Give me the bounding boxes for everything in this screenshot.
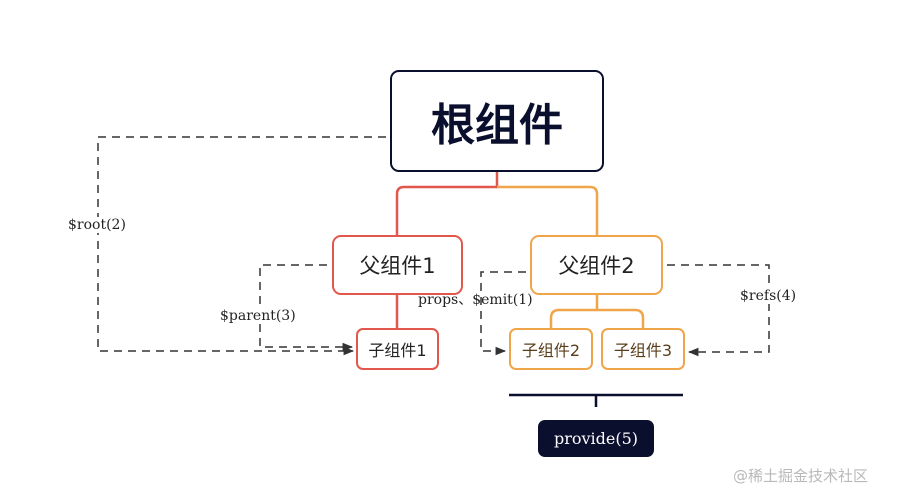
parent-dashed-connector (259, 264, 354, 352)
provide-node: provide(5) (538, 420, 654, 457)
child-component-3-node: 子组件3 (601, 328, 685, 370)
props-emit-edge-label: props、$emit(1) (418, 292, 533, 308)
connector-root-to-parent2 (497, 185, 599, 235)
parent-component-1-label: 父组件1 (359, 254, 436, 278)
parent-component-1-node: 父组件1 (332, 235, 463, 295)
root-dashed-connector (97, 136, 386, 356)
child-component-1-label: 子组件1 (368, 341, 427, 360)
root-component-label: 根组件 (431, 100, 563, 151)
connector-parent2-to-children (549, 295, 645, 328)
child-component-1-node: 子组件1 (356, 328, 439, 370)
child-component-3-label: 子组件3 (613, 341, 673, 360)
root-edge-label: $root(2) (67, 217, 127, 233)
refs-edge-label: $refs(4) (739, 288, 798, 304)
provide-bracket (509, 393, 683, 407)
parent-component-2-node: 父组件2 (530, 235, 663, 295)
root-component-node: 根组件 (390, 70, 604, 172)
watermark: @稀土掘金技术社区 (733, 467, 869, 485)
child-component-2-label: 子组件2 (521, 341, 581, 360)
provide-label: provide(5) (553, 429, 639, 448)
parent-edge-label: $parent(3) (219, 308, 297, 324)
refs-dashed-connector (667, 264, 770, 357)
parent-component-2-label: 父组件2 (558, 254, 635, 278)
child-component-2-node: 子组件2 (509, 328, 593, 370)
props-emit-dashed-connector (480, 271, 526, 356)
connector-root-to-parent1 (395, 172, 499, 235)
